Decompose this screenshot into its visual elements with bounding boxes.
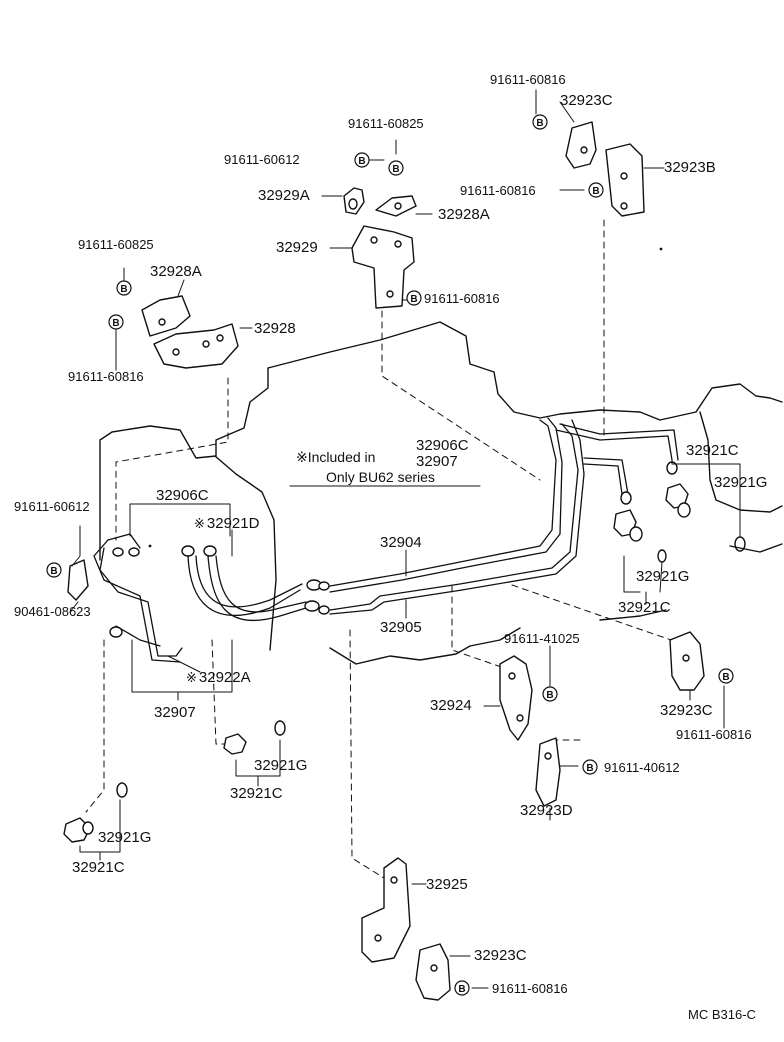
bolt-icon [582, 759, 598, 775]
dots [148, 247, 663, 548]
note-line1: ※Included in [296, 449, 376, 465]
part-label: 32921G [714, 474, 768, 491]
bolt-symbols [46, 114, 734, 996]
part-label: 32921G [98, 829, 152, 846]
bolt-icon [532, 114, 548, 130]
bolt-label: 90461-08623 [14, 604, 91, 619]
part-label: 32928 [254, 320, 296, 337]
bolt-symbol-letter: B [458, 984, 465, 995]
bolt-icon [406, 290, 422, 306]
part-label: 32921G [636, 568, 690, 585]
part-label: 32907 [154, 704, 196, 721]
body-panel-outline [99, 321, 783, 651]
bolt-icon [388, 160, 404, 176]
brake-tubes [93, 417, 679, 663]
part-label: 32905 [380, 619, 422, 636]
part-label: 32923D [520, 802, 573, 819]
bolt-label: 91611-60612 [14, 499, 90, 514]
part-label: 32921C [686, 442, 739, 459]
part-label: 32921C [72, 859, 125, 876]
bolt-symbol-letter: B [536, 118, 543, 129]
part-label: 32921C [230, 785, 283, 802]
bolt-icon [454, 980, 470, 996]
bolt-symbol-letter: B [546, 690, 553, 701]
diagram-code: MC B316-C [688, 1007, 756, 1022]
part-label: 32929A [258, 187, 310, 204]
leader-lines [85, 219, 701, 879]
part-label: 32923C [560, 92, 613, 109]
callout-lines [69, 89, 741, 989]
bolt-symbol-letter: B [722, 672, 729, 683]
body-panel-lower [329, 543, 783, 665]
bolt-symbol-letter: B [410, 294, 417, 305]
part-label: 32929 [276, 239, 318, 256]
part-label: 32921G [254, 757, 308, 774]
bolt-label: 91611-60825 [348, 116, 424, 131]
bolt-symbol-letter: B [586, 763, 593, 774]
part-label: 32904 [380, 534, 422, 551]
bolt-icon [718, 668, 734, 684]
bolt-symbol-letter: B [120, 284, 127, 295]
bolt-label: 91611-60816 [676, 727, 752, 742]
bolt-label: 91611-60816 [424, 291, 500, 306]
bolt-symbol-letter: B [50, 566, 57, 577]
bolt-icon [542, 686, 558, 702]
bolt-label: 91611-60816 [68, 369, 144, 384]
note-ref2: 32907 [416, 453, 458, 470]
note-ref1: 32906C [416, 437, 469, 454]
bolt-icon [354, 152, 370, 168]
bolt-label: 91611-60825 [78, 237, 154, 252]
bolt-symbol-letter: B [358, 156, 365, 167]
bolt-letters: B B B B B B B B B B B B [50, 118, 729, 995]
brackets [67, 121, 705, 1001]
body-panel-right [699, 411, 783, 513]
bolt-label: 91611-60816 [460, 183, 536, 198]
part-label: 32923C [660, 702, 713, 719]
part-label: 32928A [438, 206, 490, 223]
part-label: 32921C [618, 599, 671, 616]
part-label: 32923C [474, 947, 527, 964]
bolt-symbol-letter: B [392, 164, 399, 175]
bolt-label: 91611-41025 [504, 631, 580, 646]
part-label: 32923B [664, 159, 716, 176]
part-label: 32925 [426, 876, 468, 893]
gaskets [116, 536, 746, 798]
bolt-label: 91611-40612 [604, 760, 680, 775]
bolt-icon [46, 562, 62, 578]
bolt-label: 91611-60816 [492, 981, 568, 996]
fittings [109, 461, 678, 638]
bolt-label: 91611-60612 [224, 152, 300, 167]
bolt-symbol-letter: B [112, 318, 119, 329]
bolt-icon [116, 280, 132, 296]
part-label: 32922A [186, 670, 251, 685]
part-label: 32928A [150, 263, 202, 280]
part-label: 32924 [430, 697, 472, 714]
bolt-symbol-letter: B [592, 186, 599, 197]
bolt-icon [588, 182, 604, 198]
bolt-icon [108, 314, 124, 330]
bolt-label: 91611-60816 [490, 72, 566, 87]
note-line2: Only BU62 series [326, 469, 435, 485]
union-fittings [63, 483, 691, 843]
part-label: 32921D [194, 516, 260, 531]
part-label: 32906C [156, 487, 209, 504]
